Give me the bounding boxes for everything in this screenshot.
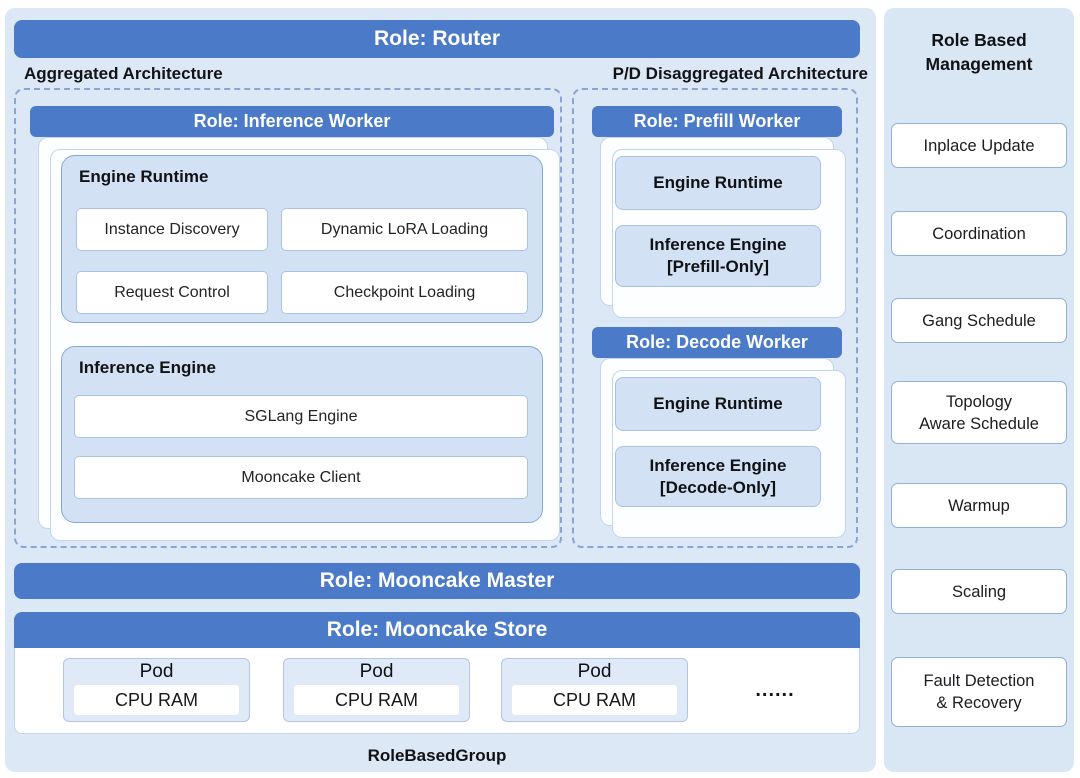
management-item-label: Inplace Update <box>923 136 1035 155</box>
pod-box: Pod CPU RAM <box>63 658 250 722</box>
management-item-label: Fault Detection <box>923 672 1035 690</box>
decode-inference-engine-line1: Inference Engine <box>649 455 787 475</box>
more-pods-ellipsis: ...... <box>755 678 795 701</box>
aggregated-architecture-label: Aggregated Architecture <box>24 64 223 83</box>
role-inference-worker-bar: Role: Inference Worker <box>30 106 554 137</box>
checkpoint-loading-box: Checkpoint Loading <box>281 271 528 314</box>
gang-schedule-box: Gang Schedule <box>891 298 1067 343</box>
prefill-inference-engine-box: Inference Engine [Prefill-Only] <box>615 225 821 287</box>
management-title-line1: Role Based <box>931 30 1027 50</box>
warmup-box: Warmup <box>891 483 1067 528</box>
inplace-update-box: Inplace Update <box>891 123 1067 168</box>
mooncake-store-body: Pod CPU RAM Pod CPU RAM Pod CPU RAM ....… <box>14 648 860 734</box>
prefill-inference-engine-line1: Inference Engine <box>649 235 787 254</box>
cpu-ram-box: CPU RAM <box>294 685 459 715</box>
prefill-inference-engine-line2: [Prefill-Only] <box>666 257 769 276</box>
pod-title: Pod <box>139 661 174 682</box>
role-decode-worker-bar: Role: Decode Worker <box>592 327 842 358</box>
role-mooncake-master-bar: Role: Mooncake Master <box>14 563 860 599</box>
management-item-label: Aware Schedule <box>919 414 1039 433</box>
pd-disaggregated-architecture-label: P/D Disaggregated Architecture <box>612 64 868 83</box>
topology-aware-schedule-box: Topology Aware Schedule <box>891 381 1067 444</box>
cpu-ram-box: CPU RAM <box>512 685 677 715</box>
management-item-label: & Recovery <box>936 694 1022 712</box>
pod-box: Pod CPU RAM <box>501 658 688 722</box>
pd-disaggregated-group: Role: Prefill Worker Engine Runtime Infe… <box>572 88 858 548</box>
decode-inference-engine-box: Inference Engine [Decode-Only] <box>615 446 821 507</box>
pod-title: Pod <box>577 661 612 682</box>
dynamic-lora-loading-box: Dynamic LoRA Loading <box>281 208 528 251</box>
sglang-engine-box: SGLang Engine <box>74 395 528 438</box>
coordination-box: Coordination <box>891 211 1067 256</box>
fault-detection-recovery-box: Fault Detection & Recovery <box>891 657 1067 727</box>
prefill-worker-card: Engine Runtime Inference Engine [Prefill… <box>600 137 846 318</box>
role-prefill-worker-bar: Role: Prefill Worker <box>592 106 842 137</box>
scaling-box: Scaling <box>891 569 1067 614</box>
role-based-management-title: Role Based Management <box>884 28 1074 76</box>
management-item-label: Coordination <box>932 224 1026 243</box>
rolebasedgroup-label: RoleBasedGroup <box>367 746 507 765</box>
inference-engine-title: Inference Engine <box>79 358 216 377</box>
management-item-label: Warmup <box>948 496 1010 515</box>
management-item-label: Topology <box>945 392 1013 411</box>
aggregated-architecture-group: Role: Inference Worker Engine Runtime In… <box>14 88 562 548</box>
management-title-line2: Management <box>925 54 1033 74</box>
decode-inference-engine-line2: [Decode-Only] <box>659 477 777 497</box>
mooncake-client-box: Mooncake Client <box>74 456 528 499</box>
inference-worker-card: Engine Runtime Instance Discovery Dynami… <box>38 137 560 541</box>
role-based-management-panel: Role Based Management Inplace Update Coo… <box>884 8 1074 772</box>
cpu-ram-box: CPU RAM <box>74 685 239 715</box>
prefill-engine-runtime-box: Engine Runtime <box>615 156 821 210</box>
decode-worker-card: Engine Runtime Inference Engine [Decode-… <box>600 358 846 538</box>
management-item-label: Gang Schedule <box>922 311 1036 330</box>
pod-title: Pod <box>359 661 394 682</box>
engine-runtime-title: Engine Runtime <box>79 167 209 186</box>
request-control-box: Request Control <box>76 271 268 314</box>
role-router-bar: Role: Router <box>14 20 860 58</box>
rolebasedgroup-panel: Role: Router Aggregated Architecture P/D… <box>5 8 876 772</box>
engine-runtime-section: Engine Runtime Instance Discovery Dynami… <box>61 155 543 323</box>
decode-engine-runtime-box: Engine Runtime <box>615 377 821 431</box>
management-item-label: Scaling <box>951 582 1007 601</box>
inference-engine-section: Inference Engine SGLang Engine Mooncake … <box>61 346 543 523</box>
role-mooncake-store-bar: Role: Mooncake Store <box>14 612 860 648</box>
instance-discovery-box: Instance Discovery <box>76 208 268 251</box>
pod-box: Pod CPU RAM <box>283 658 470 722</box>
